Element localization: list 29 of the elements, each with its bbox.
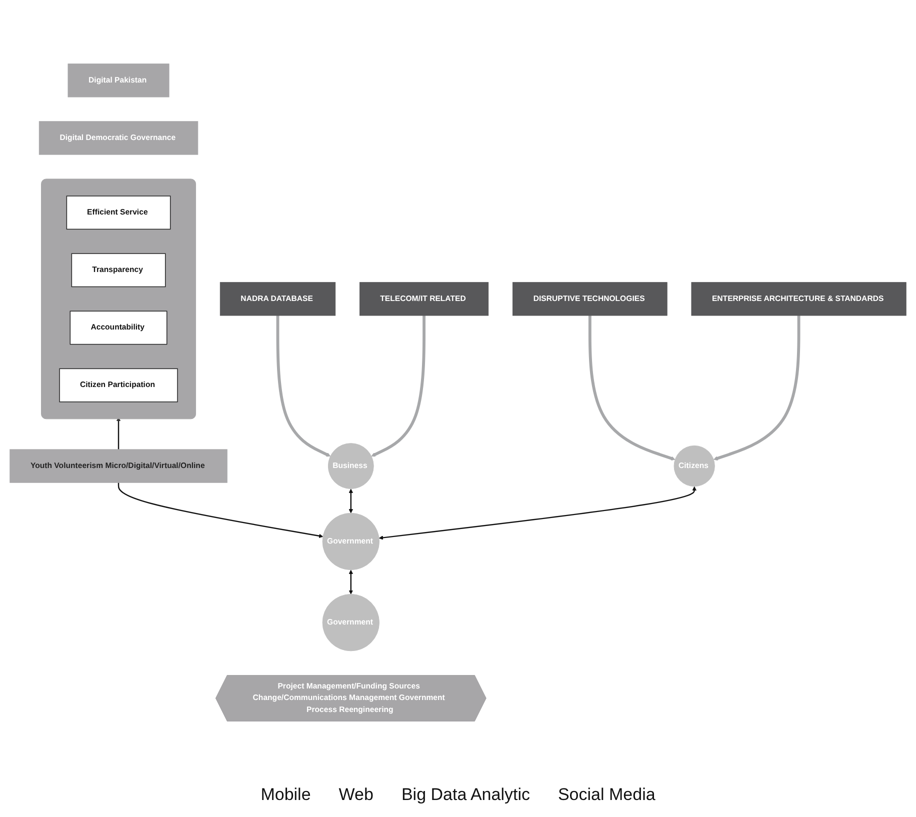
node-box <box>71 253 166 288</box>
arrow <box>378 486 696 540</box>
arrow <box>118 482 324 538</box>
channel-label: Big Data Analytic <box>401 785 530 805</box>
node-box <box>691 282 906 316</box>
channel-label: Social Media <box>558 785 656 805</box>
node-circle <box>322 512 380 570</box>
arrow <box>276 316 331 457</box>
node-circle <box>328 443 374 489</box>
arrow <box>371 316 426 457</box>
arrow <box>588 316 676 460</box>
cluster <box>41 178 196 420</box>
arrow <box>713 316 800 460</box>
arrow <box>348 570 354 594</box>
arrow <box>116 416 121 450</box>
node-box <box>512 282 668 316</box>
node-box <box>38 121 198 155</box>
node-circle <box>322 594 380 652</box>
node-box <box>66 196 171 230</box>
node-box <box>359 282 489 316</box>
node-circle <box>674 445 715 487</box>
node-box <box>10 449 228 483</box>
channel-label: Web <box>338 785 374 805</box>
node-box <box>70 310 168 345</box>
node-box <box>220 282 336 316</box>
arrow <box>348 488 354 514</box>
node-box <box>68 64 170 98</box>
channel-label: Mobile <box>260 785 311 805</box>
node-box <box>59 368 178 402</box>
